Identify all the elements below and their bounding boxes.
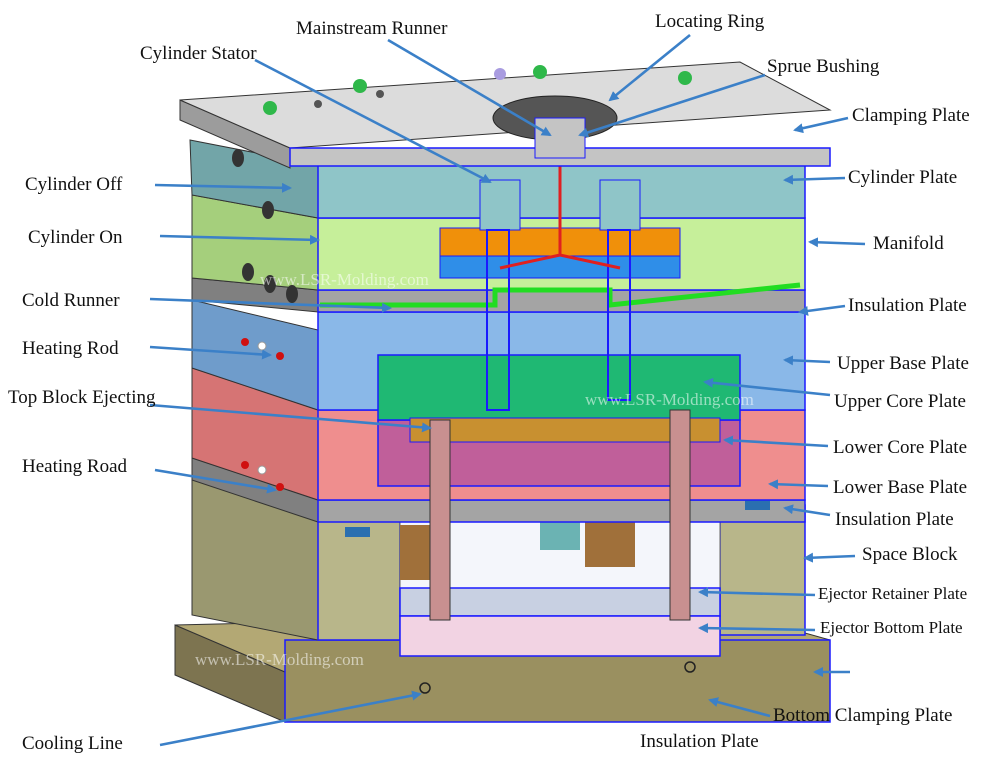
ejector-plates [399,587,721,657]
label-cylinder-off: Cylinder Off [25,174,123,195]
label-locating-ring: Locating Ring [655,11,765,32]
leader-arrows [149,33,866,747]
core-plates [377,354,741,621]
label-cylinder-plate: Cylinder Plate [848,167,957,188]
label-cold-runner: Cold Runner [22,290,120,311]
label-ejector-bottom-plate: Ejector Bottom Plate [820,618,963,637]
label-lower-base-plate: Lower Base Plate [833,477,967,498]
label-heating-road: Heating Road [22,456,128,477]
label-upper-core-plate: Upper Core Plate [834,391,966,412]
label-mainstream-runner: Mainstream Runner [296,18,448,39]
label-upper-base-plate: Upper Base Plate [837,353,969,374]
clamping-plate [179,61,832,169]
label-lower-core-plate: Lower Core Plate [833,437,967,458]
label-insulation-plate: Insulation Plate [835,509,954,530]
label-cooling-line: Cooling Line [22,733,123,754]
label-bottom-clamping-plate: Bottom Clamping Plate [773,705,952,726]
label-top-block-ejecting: Top Block Ejecting [8,387,156,408]
label-space-block: Space Block [862,544,958,565]
label-manifold: Manifold [873,233,944,254]
label-ejector-retainer-plate: Ejector Retainer Plate [818,584,967,603]
part-labels: Mainstream Runner Locating Ring Cylinder… [8,11,970,754]
label-cylinder-on: Cylinder On [28,227,123,248]
label-insulation-plate: Insulation Plate [848,295,967,316]
hot-runner-nozzles [486,120,631,411]
watermark: www.LSR-Molding.com [585,390,754,409]
watermark: www.LSR-Molding.com [195,650,364,669]
label-heating-rod: Heating Rod [22,338,119,359]
label-sprue-bushing: Sprue Bushing [767,56,880,77]
label-cylinder-stator: Cylinder Stator [140,43,257,64]
cylinder-plate [189,139,806,231]
label-insulation-plate: Insulation Plate [640,731,759,752]
space-block [191,474,806,641]
label-clamping-plate: Clamping Plate [852,105,970,126]
watermark: www.LSR-Molding.com [260,270,429,289]
